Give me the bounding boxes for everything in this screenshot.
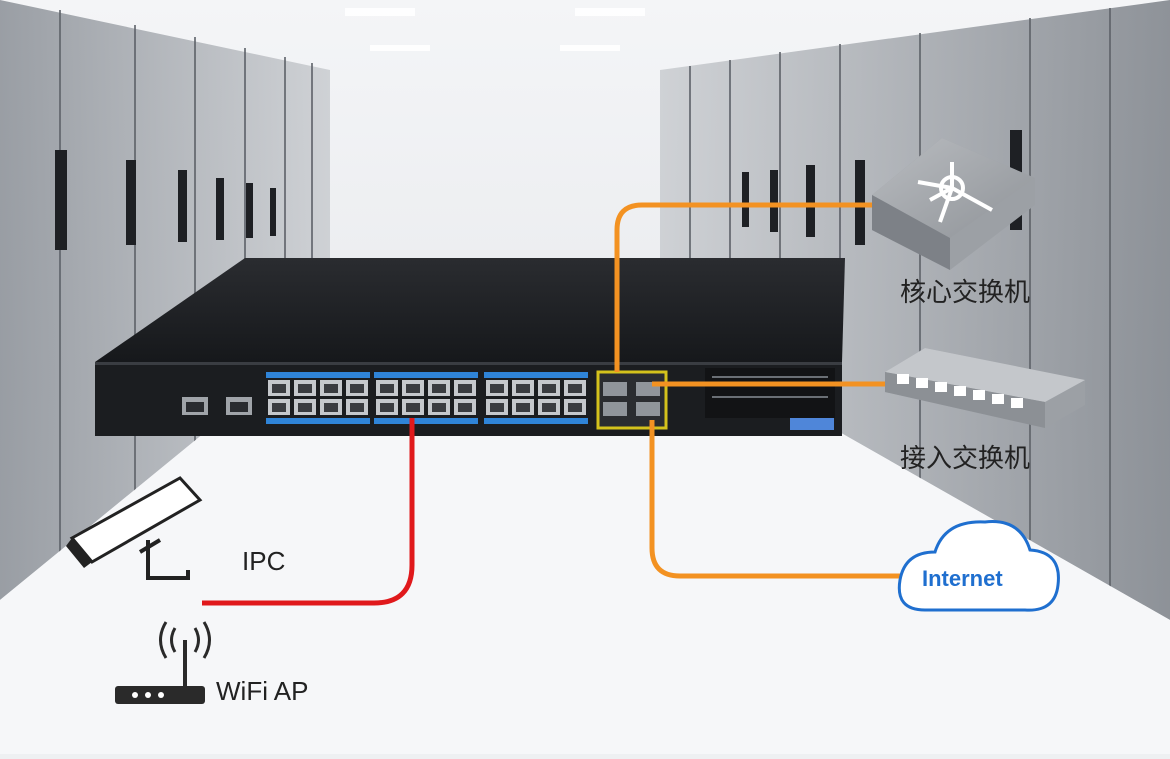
ipc-wifi-link	[202, 418, 415, 606]
internet-link	[649, 420, 904, 579]
poe-switch	[95, 258, 845, 436]
cloud-icon	[897, 520, 1060, 612]
switch-top	[95, 258, 845, 362]
internet-label: Internet	[922, 566, 1003, 591]
console-ports	[182, 397, 252, 415]
core-switch-icon	[872, 138, 1035, 270]
core-switch-link	[614, 202, 875, 372]
camera-icon	[66, 476, 203, 580]
core-switch-label: 核心交换机	[900, 278, 1031, 308]
sfp-ports	[596, 370, 668, 430]
rj45-port-array	[266, 372, 588, 424]
access-switch-label: 接入交换机	[900, 444, 1031, 474]
wifi-ap-icon	[115, 621, 211, 704]
access-switch-icon	[885, 348, 1085, 428]
wifi-ap-label: WiFi AP	[216, 676, 309, 706]
ipc-label: IPC	[242, 546, 286, 576]
left-server-racks	[0, 0, 330, 600]
status-led-panel	[705, 368, 835, 430]
links	[202, 202, 904, 606]
ceiling-lights	[345, 8, 645, 51]
